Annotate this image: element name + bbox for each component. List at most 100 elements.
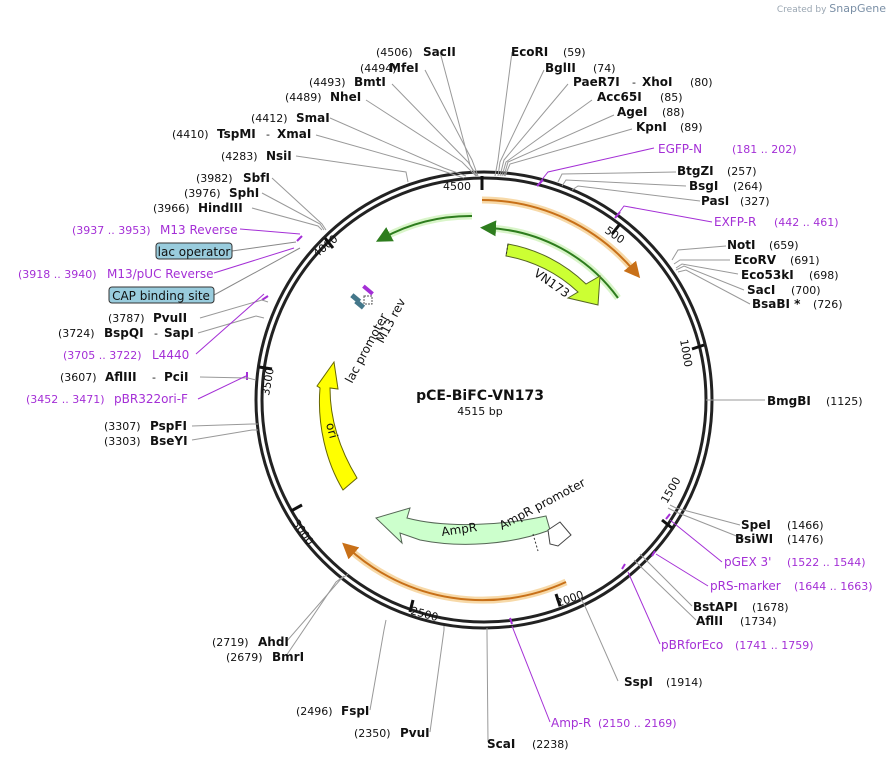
pos-fspi: (2496) [296, 705, 333, 718]
pos-afliii: (3607) [60, 371, 97, 384]
orf-arcs [342, 196, 641, 604]
site-btgzi: BtgZI [677, 164, 714, 178]
pos-kpni: (89) [680, 121, 703, 134]
snapgene-brand: Created by SnapGene [777, 2, 886, 15]
primer-amp-r-range: (2150 .. 2169) [598, 717, 677, 730]
pos-ecorv: (691) [790, 254, 820, 267]
site-bmti: BmtI [354, 75, 386, 89]
pos-pvui: (2350) [354, 727, 391, 740]
primer-l4440: L4440 [152, 348, 189, 362]
site-mfei: MfeI [389, 61, 419, 75]
tick-1500: 1500 [658, 475, 683, 506]
pos-acc65i: (85) [660, 91, 683, 104]
site-sphi: SphI [229, 186, 259, 200]
pos-agei: (88) [662, 106, 685, 119]
site-paer7i: PaeR7I [573, 75, 620, 89]
primer-pgex3-range: (1522 .. 1544) [787, 556, 866, 569]
primer-pbrforeco-range: (1741 .. 1759) [735, 639, 814, 652]
pos-bsgi: (264) [733, 180, 763, 193]
pos-bglii: (74) [593, 62, 616, 75]
pos-bmti: (4493) [309, 76, 346, 89]
site-hindiii: HindIII [198, 201, 243, 215]
cap-binding-label: CAP binding site [112, 289, 210, 303]
pos-scai: (2238) [532, 738, 569, 751]
site-pasi: PasI [701, 194, 729, 208]
primer-prs-marker-range: (1644 .. 1663) [794, 580, 873, 593]
pos-sspi: (1914) [666, 676, 703, 689]
pos-sphi: (3976) [184, 187, 221, 200]
primer-pgex3: pGEX 3' [724, 555, 771, 569]
box-leaders [213, 241, 301, 296]
site-pcii: PciI [164, 370, 189, 384]
pos-ahdi: (2719) [212, 636, 249, 649]
cap-binding-box[interactable]: CAP binding site [108, 286, 215, 304]
pos-nhei: (4489) [285, 91, 322, 104]
feature-ampr[interactable]: AmpR [375, 507, 551, 552]
site-bstapi: BstAPI [693, 600, 738, 614]
enzyme-labels: (4506) SacII (4494) MfeI (4493) BmtI (44… [58, 45, 863, 751]
primer-prs-marker: pRS-marker [710, 579, 781, 593]
primer-egfp-n: EGFP-N [658, 142, 702, 156]
site-sacii: SacII [423, 45, 456, 59]
pos-hindiii: (3966) [153, 202, 190, 215]
site-noti: NotI [727, 238, 756, 252]
pos-aflii: (1734) [740, 615, 777, 628]
tick-3500: 3500 [259, 367, 277, 397]
feature-lac-region[interactable]: lac promoter M13 rev [342, 284, 408, 386]
feature-ori[interactable]: ori [306, 360, 358, 491]
pos-btgzi: (257) [727, 165, 757, 178]
snapgene-logo: SnapGene [829, 2, 886, 15]
site-nhei: NheI [330, 90, 361, 104]
svg-text:-: - [266, 128, 270, 141]
site-saci: SacI [747, 283, 775, 297]
site-spei: SpeI [741, 518, 771, 532]
pos-bsiwi: (1476) [787, 533, 824, 546]
tick-1000: 1000 [677, 338, 695, 368]
site-tspmi: TspMI [217, 127, 256, 141]
site-smai: SmaI [296, 111, 330, 125]
site-afliii: AflIII [105, 370, 137, 384]
green-arcs [375, 212, 621, 301]
primer-pbr322ori-f: pBR322ori-F [114, 392, 188, 406]
site-bseyi: BseYI [150, 434, 188, 448]
primer-m13puc-reverse: M13/pUC Reverse [107, 267, 214, 281]
svg-text:-: - [152, 371, 156, 384]
pos-sbfi: (3982) [196, 172, 233, 185]
site-nsii: NsiI [266, 149, 292, 163]
primer-m13-reverse: M13 Reverse [160, 223, 238, 237]
site-scai: ScaI [487, 737, 515, 751]
pos-sacii: (4506) [376, 46, 413, 59]
ampr-label: AmpR [440, 520, 477, 539]
primer-egfp-n-range: (181 .. 202) [732, 143, 797, 156]
site-bsabi: BsaBI * [752, 297, 801, 311]
site-bsiwi: BsiWI [735, 532, 773, 546]
site-sbfi: SbfI [243, 171, 270, 185]
primer-l4440-range: (3705 .. 3722) [63, 349, 142, 362]
lac-operator-box[interactable]: lac operator [155, 242, 233, 260]
pos-bmri: (2679) [226, 651, 263, 664]
site-bspqi: BspQI [104, 326, 144, 340]
tick-4500: 4500 [443, 180, 471, 193]
pos-smai: (4412) [251, 112, 288, 125]
primer-amp-r: Amp-R [551, 716, 591, 730]
site-pspfi: PspFI [150, 419, 187, 433]
tick-marks [258, 176, 705, 613]
primer-m13-reverse-range: (3937 .. 3953) [72, 224, 151, 237]
feature-vn173[interactable]: VN173 [505, 243, 601, 306]
site-ahdi: AhdI [258, 635, 289, 649]
site-ecorv: EcoRV [734, 253, 777, 267]
primer-exfp-r-range: (442 .. 461) [774, 216, 839, 229]
plasmid-size: 4515 bp [457, 405, 502, 418]
pos-ecori: (59) [563, 46, 586, 59]
pos-mfei: (4494) [360, 62, 397, 75]
site-bglii: BglII [545, 61, 576, 75]
pos-noti: (659) [769, 239, 799, 252]
ori-label: ori [323, 421, 341, 440]
lac-operator-label: lac operator [158, 245, 231, 259]
pos-bsabi: (726) [813, 298, 843, 311]
site-pvuii: PvuII [153, 311, 187, 325]
primer-leaders [195, 147, 723, 723]
tick-3000: 3000 [290, 517, 317, 547]
site-xmai: XmaI [277, 127, 311, 141]
